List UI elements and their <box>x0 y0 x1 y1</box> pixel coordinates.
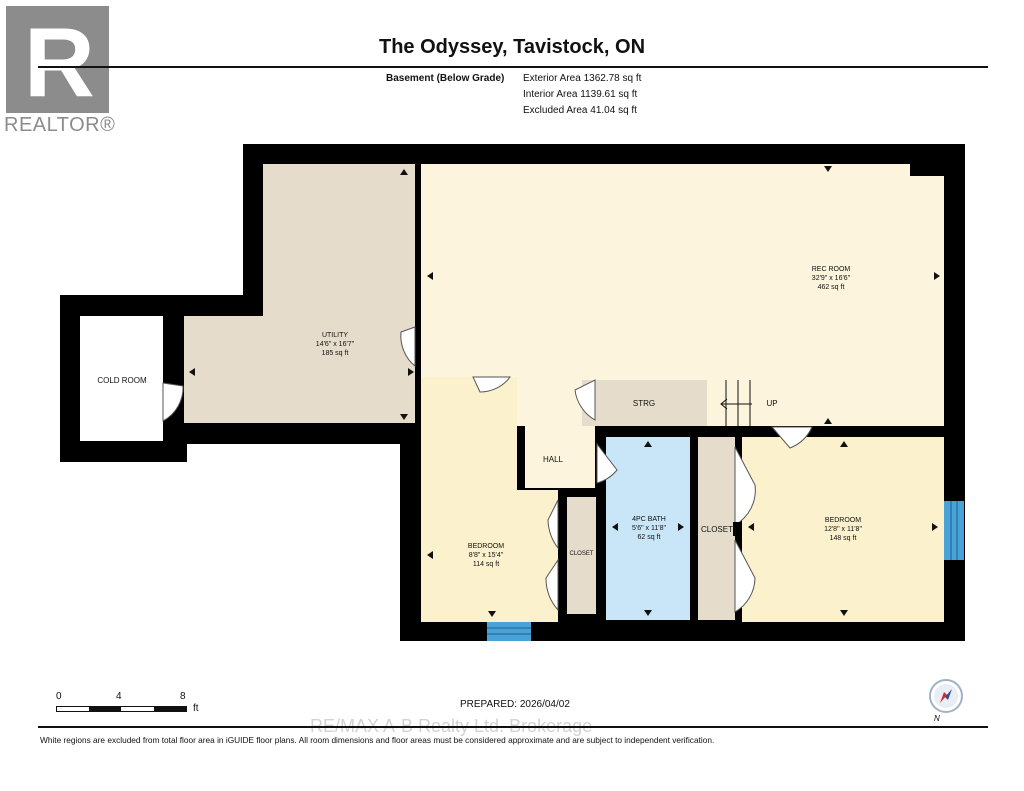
bedroom-left-name: BEDROOM <box>467 543 505 550</box>
room-label-closet-small: CLOSET <box>569 551 594 557</box>
excluded-area: Excluded Area 41.04 sq ft <box>523 105 637 116</box>
bedroom-right-fill <box>742 437 944 622</box>
utility-name: UTILITY <box>321 332 349 339</box>
utility-fill-lower <box>184 316 415 423</box>
room-label-up: UP <box>766 399 778 408</box>
bath-dims: 5'6" x 11'8" <box>632 525 666 532</box>
closet-divider <box>733 522 741 536</box>
bedroom-right-area: 148 sq ft <box>829 535 857 542</box>
room-label-hall: HALL <box>542 455 563 464</box>
utility-dims: 14'6" x 16'7" <box>315 341 355 348</box>
rec-room-dims: 32'9" x 16'6" <box>811 275 851 282</box>
window-bottom-lines <box>487 627 531 635</box>
bath-area: 62 sq ft <box>637 534 661 541</box>
room-label-strg: STRG <box>632 399 656 408</box>
scale-bar-segments <box>56 706 187 712</box>
closet-small-fill <box>567 497 596 614</box>
compass-north-label: N <box>934 714 940 723</box>
bedroom-left-dims: 8'8" x 15'4" <box>468 552 504 559</box>
interior-area: Interior Area 1139.61 sq ft <box>523 89 638 100</box>
door-swings <box>162 326 813 613</box>
rec-room-area: 462 sq ft <box>817 284 845 291</box>
realtor-logo-letter: R <box>24 7 95 117</box>
closet-fill <box>698 437 735 620</box>
north-compass-icon: N <box>926 678 966 726</box>
scale-unit: ft <box>193 703 199 714</box>
realtor-logo <box>6 6 109 113</box>
room-label-bath: 4PC BATH 5'6" x 11'8" 62 sq ft <box>614 515 684 542</box>
scale-tick-0: 0 <box>56 691 62 702</box>
realtor-logo-text: REALTOR® <box>4 114 116 136</box>
scale-tick-4: 4 <box>116 691 122 702</box>
scale-tick-8: 8 <box>180 691 186 702</box>
page-title: The Odyssey, Tavistock, ON <box>378 36 646 58</box>
prepared-date: PREPARED: 2026/04/02 <box>460 699 570 710</box>
title-divider <box>38 66 988 68</box>
stair-treads <box>720 380 752 426</box>
dimension-markers <box>189 166 940 617</box>
room-label-closet: CLOSET <box>700 525 733 534</box>
disclaimer-text: White regions are excluded from total fl… <box>40 735 715 745</box>
window-bottom <box>487 622 531 641</box>
floor-name: Basement (Below Grade) <box>386 73 505 84</box>
window-right-lines <box>950 501 958 560</box>
scale-bar: 0 4 8 ft <box>56 691 216 715</box>
bedroom-right-dims: 12'8" x 11'8" <box>824 526 862 533</box>
room-label-rec-room: REC ROOM 32'9" x 16'6" 462 sq ft <box>796 265 866 292</box>
strg-fill <box>582 380 707 426</box>
compass-rose-icon <box>929 679 963 713</box>
room-label-utility: UTILITY 14'6" x 16'7" 185 sq ft <box>300 331 370 358</box>
footer-divider <box>38 726 988 728</box>
rec-room-name: REC ROOM <box>811 266 851 273</box>
rec-room-corner <box>910 164 944 176</box>
bedroom-right-name: BEDROOM <box>824 517 862 524</box>
bath-fill <box>606 437 690 620</box>
exterior-area: Exterior Area 1362.78 sq ft <box>523 73 642 84</box>
room-label-bedroom-left: BEDROOM 8'8" x 15'4" 114 sq ft <box>451 542 521 569</box>
cold-room-fill <box>80 316 163 441</box>
utility-fill-upper <box>263 164 415 324</box>
room-label-bedroom-right: BEDROOM 12'8" x 11'8" 148 sq ft <box>808 516 878 543</box>
bedroom-left-area: 114 sq ft <box>472 561 500 568</box>
utility-area: 185 sq ft <box>321 350 349 357</box>
bedroom-left-fill-lower <box>421 490 558 622</box>
bath-name: 4PC BATH <box>632 516 666 523</box>
room-label-cold-room: COLD ROOM <box>97 376 147 385</box>
window-right <box>944 501 964 560</box>
